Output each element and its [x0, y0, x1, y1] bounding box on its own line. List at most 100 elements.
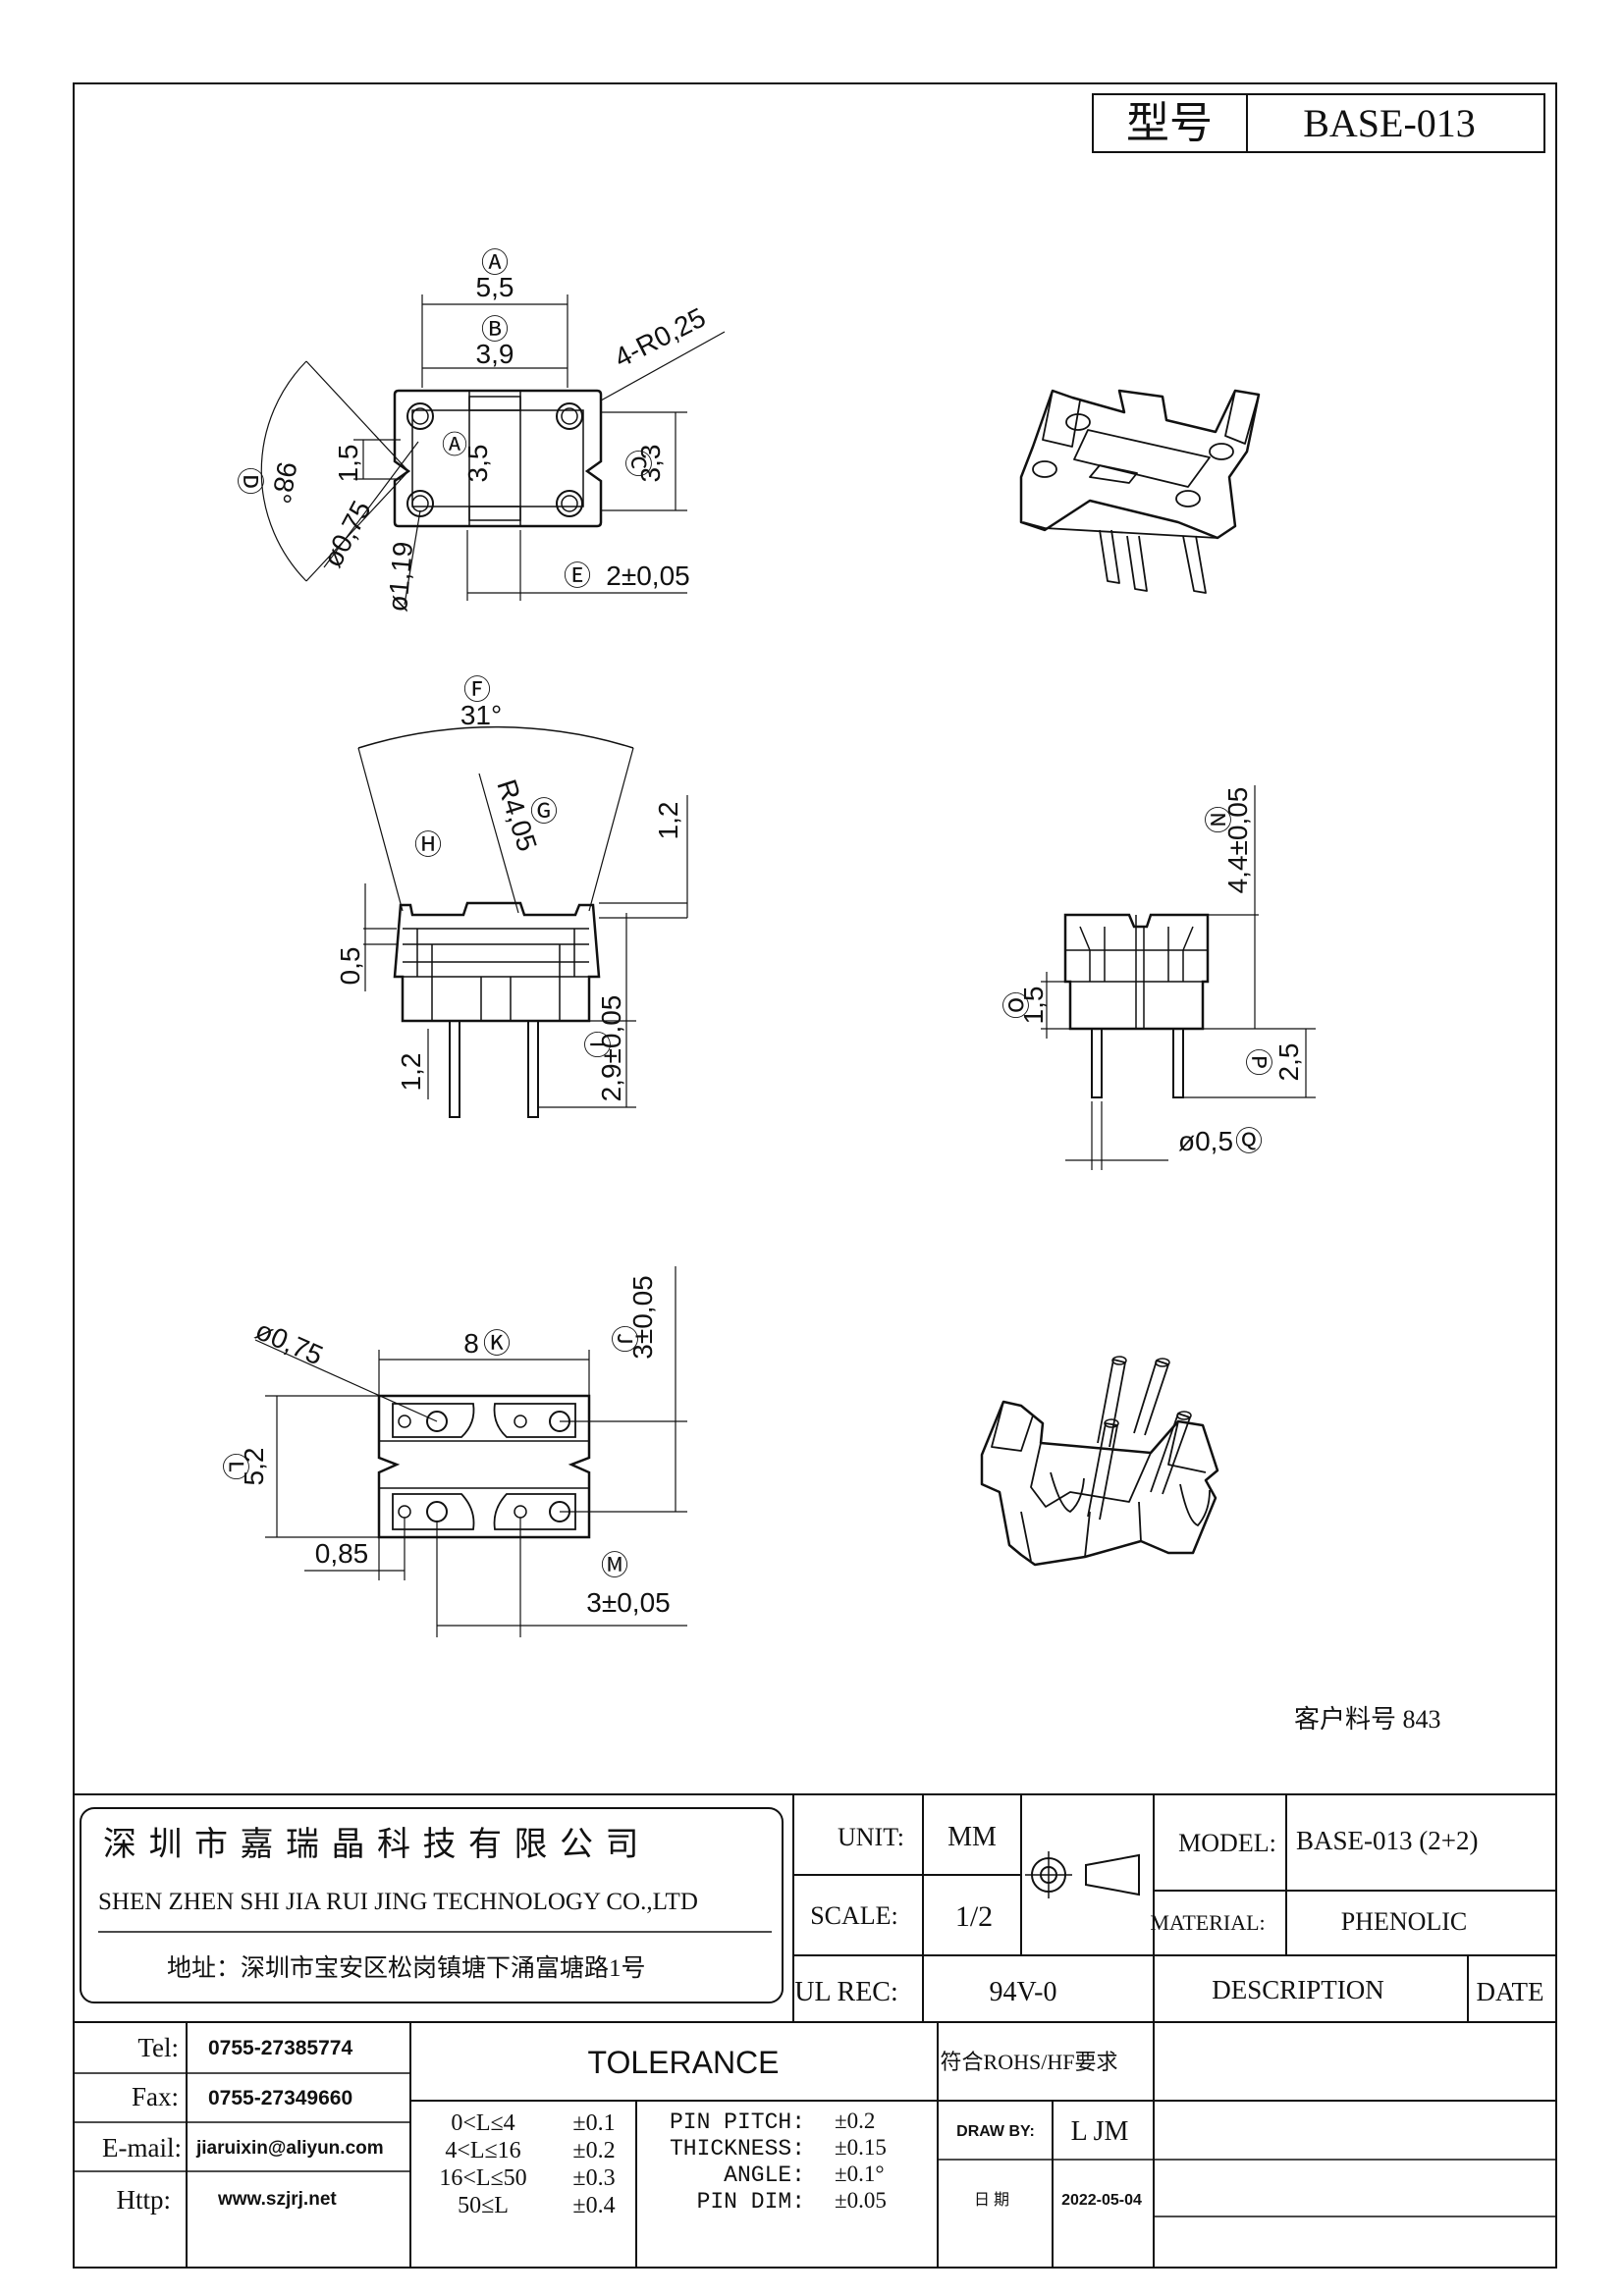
dim-o-value: 1,5	[1018, 987, 1049, 1025]
i-tag: Ⓘ	[581, 1031, 612, 1058]
scale-value: 1/2	[955, 1900, 993, 1933]
dim-b-tag: Ⓑ	[481, 314, 509, 345]
dim-e-value: 2±0,05	[606, 561, 689, 591]
radius-note: 4-R0,25	[610, 301, 711, 373]
h-tag: Ⓗ	[414, 829, 442, 860]
dim-1-2-bottom: 1,2	[396, 1053, 426, 1092]
param-name-4: PIN DIM:	[697, 2189, 805, 2215]
param-tol-3: ±0.1°	[835, 2162, 885, 2186]
tolerance-value-1: ±0.1	[572, 2110, 615, 2136]
dim-m-value: 3±0,05	[586, 1587, 670, 1618]
tolerance-value-2: ±0.2	[572, 2138, 615, 2163]
model-box-value: BASE-013	[1303, 101, 1476, 145]
material-value: PHENOLIC	[1341, 1907, 1468, 1936]
hole-small-label: ø0,75	[317, 496, 377, 572]
q-tag: Ⓠ	[1235, 1126, 1263, 1156]
tolerance-range-4: 50≤L	[458, 2193, 509, 2218]
m-tag: Ⓜ	[601, 1550, 628, 1580]
angle-f-value: 31°	[460, 700, 502, 730]
dim-e-tag: Ⓔ	[564, 561, 591, 591]
dim-p-value: 2,5	[1273, 1043, 1304, 1082]
param-tol-1: ±0.2	[835, 2109, 875, 2133]
date-header: DATE	[1477, 1977, 1544, 2006]
draw-by-value: L JM	[1071, 2116, 1129, 2147]
iso-view-bottom	[980, 1356, 1219, 1567]
k-tag: Ⓚ	[483, 1328, 511, 1359]
dim-l-value: 5,2	[239, 1448, 269, 1486]
tolerance-value-3: ±0.3	[572, 2165, 615, 2191]
dim-0-5: 0,5	[335, 947, 365, 986]
dim-c-value: 3,3	[635, 445, 666, 483]
http-label: Http:	[116, 2185, 171, 2215]
dim-i-value: 2,9±0,05	[596, 995, 626, 1102]
param-name-2: THICKNESS:	[670, 2136, 805, 2162]
http-value[interactable]: www.szjrj.net	[217, 2189, 337, 2210]
model-value: BASE-013 (2+2)	[1296, 1826, 1478, 1855]
dim-a2-value: 3,5	[462, 445, 493, 483]
model-box: 型号 BASE-013	[1092, 93, 1545, 153]
side-view: Ⓝ 4,4±0,05 Ⓞ 1,5 Ⓟ 2,5 ø0,5 Ⓠ	[1000, 785, 1316, 1170]
tolerance-title: TOLERANCE	[587, 2045, 779, 2080]
compliance-note: 符合ROHS/HF要求	[941, 2050, 1118, 2074]
param-name-3: ANGLE:	[724, 2163, 805, 2188]
l-tag: Ⓛ	[220, 1453, 250, 1480]
hole-label-bottom: ø0,75	[251, 1314, 328, 1370]
date-label: 日 期	[974, 2191, 1009, 2209]
dim-a2-tag: Ⓐ	[442, 430, 467, 459]
param-tol-4: ±0.05	[835, 2188, 887, 2213]
dim-1-5: 1,5	[333, 445, 363, 483]
description-header: DESCRIPTION	[1212, 1975, 1384, 2004]
dim-b-value: 3,9	[476, 339, 514, 369]
angle-d-tag: Ⓓ	[235, 467, 265, 495]
customer-part-number: 客户料号 843	[1294, 1705, 1441, 1734]
tolerance-params: PIN PITCH: ±0.2 THICKNESS: ±0.15 ANGLE: …	[670, 2109, 887, 2215]
company-name-en: SHEN ZHEN SHI JIA RUI JING TECHNOLOGY CO…	[98, 1889, 698, 1915]
o-tag: Ⓞ	[1000, 991, 1030, 1019]
top-view: Ⓐ 5,5 Ⓑ 3,9 4-R0,25 1,5 Ⓐ 3,5 Ⓒ 3,3 Ⓓ 98…	[235, 247, 726, 614]
tolerance-range-1: 0<L≤4	[451, 2110, 514, 2136]
sheet-border	[73, 82, 1557, 2269]
unit-value: MM	[947, 1822, 997, 1852]
fax-value: 0755-27349660	[208, 2087, 352, 2109]
company-address: 地址：深圳市宝安区松岗镇塘下涌富塘路1号	[167, 1954, 646, 1982]
dim-a-value: 5,5	[476, 272, 514, 302]
dim-a-tag: Ⓐ	[481, 247, 509, 278]
bottom-view: ø0,75 8 Ⓚ Ⓙ 3±0,05 Ⓛ 5,2 0,85 Ⓜ 3±0,05	[220, 1266, 687, 1637]
j-tag: Ⓙ	[609, 1325, 639, 1353]
unit-label: UNIT:	[838, 1823, 904, 1851]
param-tol-2: ±0.15	[835, 2135, 887, 2160]
tel-value: 0755-27385774	[208, 2037, 352, 2059]
param-name-1: PIN PITCH:	[670, 2109, 805, 2135]
ul-label: UL REC:	[794, 1977, 898, 2007]
tolerance-ranges: 0<L≤4 ±0.1 4<L≤16 ±0.2 16<L≤50 ±0.3 50≤L…	[439, 2110, 615, 2218]
scale-label: SCALE:	[810, 1901, 898, 1930]
company-name-cn: 深 圳 市 嘉 瑞 晶 科 技 有 限 公 司	[103, 1826, 641, 1863]
dim-n-value: 4,4±0,05	[1222, 787, 1253, 894]
angle-d-value: 98°	[265, 459, 302, 506]
n-tag: Ⓝ	[1202, 806, 1232, 833]
model-label: MODEL:	[1178, 1829, 1276, 1857]
dim-c-tag: Ⓒ	[622, 450, 653, 477]
dim-q-value: ø0,5	[1178, 1126, 1233, 1156]
material-label: MATERIAL:	[1150, 1910, 1265, 1935]
tolerance-value-4: ±0.4	[572, 2193, 615, 2218]
dim-j-value: 3±0,05	[627, 1275, 658, 1359]
radius-g-tag: Ⓖ	[530, 796, 558, 827]
p-tag: Ⓟ	[1243, 1048, 1273, 1076]
dim-1-2-top: 1,2	[653, 802, 683, 840]
ul-value: 94V-0	[990, 1977, 1057, 2007]
dim-k-value: 8	[463, 1328, 479, 1359]
tolerance-range-3: 16<L≤50	[439, 2165, 526, 2191]
model-box-label: 型号	[1126, 99, 1213, 147]
email-value[interactable]: jiaruixin@aliyun.com	[195, 2138, 384, 2159]
email-label: E-mail:	[102, 2133, 182, 2163]
front-view: Ⓕ 31° R4,05 Ⓖ Ⓗ 1,2 0,5 1,2 Ⓘ 2,9±0,05	[335, 674, 688, 1118]
tel-label: Tel:	[137, 2033, 179, 2062]
iso-view-top	[1019, 389, 1261, 594]
projection-symbol-icon	[1025, 1851, 1140, 1898]
date-value: 2022-05-04	[1061, 2192, 1142, 2209]
dim-0-85: 0,85	[315, 1538, 369, 1569]
tolerance-range-2: 4<L≤16	[445, 2138, 520, 2163]
hole-large-label: ø1,19	[382, 540, 418, 613]
